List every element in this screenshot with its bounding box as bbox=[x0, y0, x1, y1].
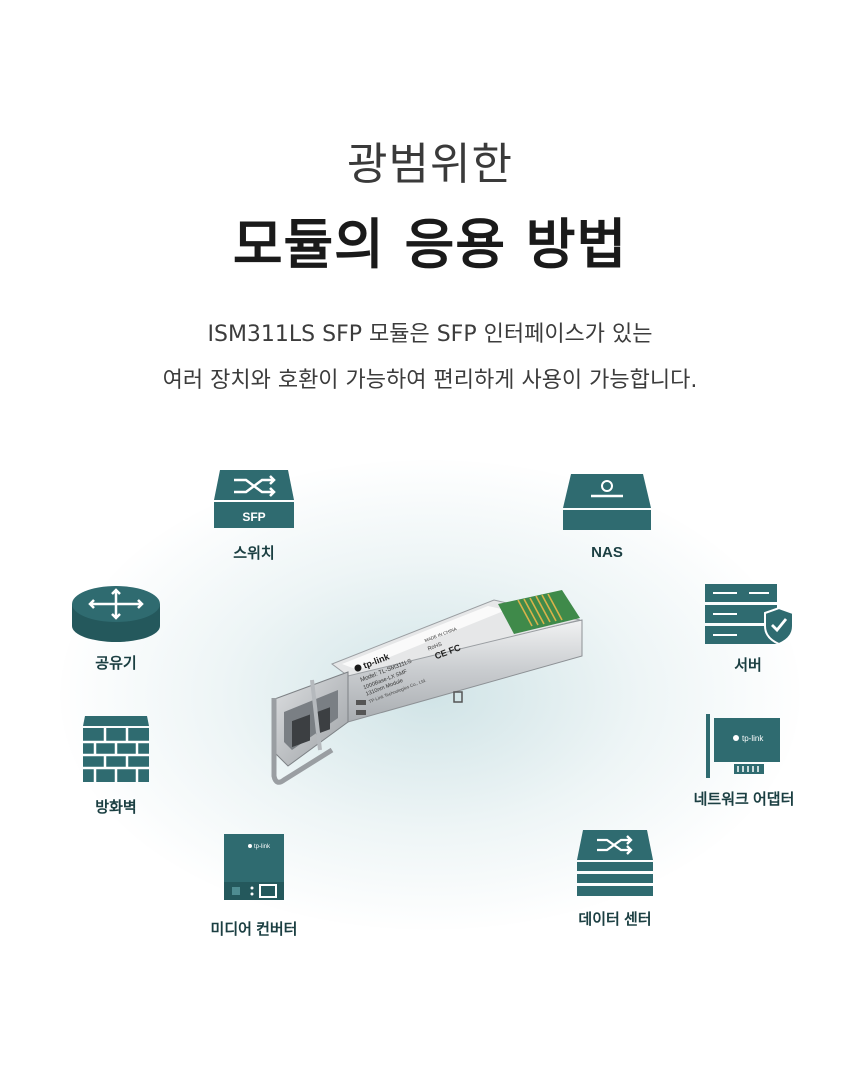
sfp-module: tp-link Model: TL-SM311LS 1000Base-LX SM… bbox=[262, 580, 592, 804]
firewall-label: 방화벽 bbox=[95, 799, 137, 816]
network-adapter-label: 네트워크 어댑터 bbox=[693, 791, 795, 808]
router-icon bbox=[72, 586, 160, 642]
network-adapter-icon: tp-link bbox=[706, 714, 780, 778]
module-rohs: RoHS bbox=[427, 641, 443, 652]
description-line-2: 여러 장치와 호환이 가능하여 편리하게 사용이 가능합니다. bbox=[162, 368, 698, 393]
switch-badge: SFP bbox=[242, 510, 265, 524]
data-center-label: 데이터 센터 bbox=[578, 911, 652, 928]
nas-label: NAS bbox=[591, 544, 623, 561]
device-server: 서버 bbox=[668, 582, 828, 675]
device-media-converter: tp-link 미디어 컨버터 bbox=[174, 832, 334, 939]
device-router: 공유기 bbox=[36, 582, 196, 673]
device-data-center: 데이터 센터 bbox=[535, 828, 695, 929]
nas-icon bbox=[563, 474, 651, 530]
media-converter-icon: tp-link bbox=[224, 834, 284, 900]
device-switch: SFP 스위치 bbox=[174, 468, 334, 563]
title-light: 광범위한 bbox=[347, 139, 513, 190]
server-shield-icon bbox=[705, 584, 794, 646]
description-line-1: ISM311LS SFP 모듈은 SFP 인터페이스가 있는 bbox=[207, 322, 653, 347]
switch-label: 스위치 bbox=[233, 545, 275, 562]
sfp-module-image: tp-link Model: TL-SM311LS 1000Base-LX SM… bbox=[271, 590, 583, 785]
router-label: 공유기 bbox=[95, 655, 137, 672]
title-bold: 모듈의 응용 방법 bbox=[232, 213, 628, 276]
device-firewall: 방화벽 bbox=[36, 716, 196, 817]
converter-brand: tp-link bbox=[254, 844, 271, 850]
server-label: 서버 bbox=[734, 657, 762, 674]
switch-icon: SFP bbox=[214, 470, 294, 528]
device-network-adapter: tp-link 네트워크 어댑터 bbox=[664, 712, 824, 809]
device-nas: NAS bbox=[527, 472, 687, 561]
media-converter-label: 미디어 컨버터 bbox=[210, 921, 298, 938]
firewall-icon bbox=[83, 716, 149, 782]
data-center-icon bbox=[577, 830, 653, 896]
adapter-brand: tp-link bbox=[742, 734, 764, 743]
